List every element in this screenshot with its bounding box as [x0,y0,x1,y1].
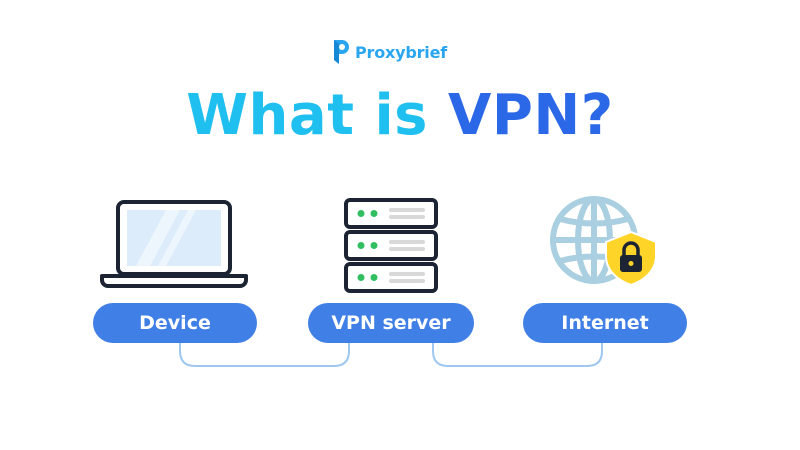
internet-label: Internet [523,303,687,343]
title-part-vpn: VPN? [447,83,614,148]
proxybrief-logo-icon [334,40,349,64]
title-part-what-is: What is [186,83,448,148]
vpn-server-label: VPN server [308,303,474,343]
server-rack-icon [344,198,438,293]
page-title: What is VPN? [0,76,800,156]
brand-name: Proxybrief [355,42,448,62]
laptop-icon [100,200,248,288]
globe-lock-icon [550,196,657,287]
brand-logo: Proxybrief [330,38,447,66]
device-label: Device [93,303,257,343]
